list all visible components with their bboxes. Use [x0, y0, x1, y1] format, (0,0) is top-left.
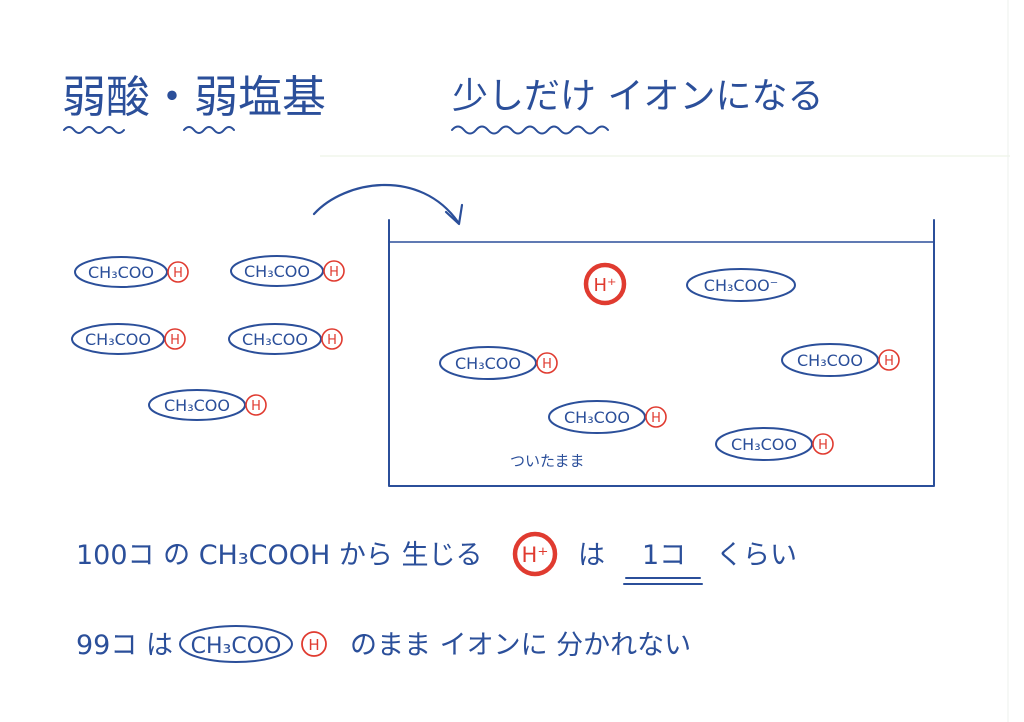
acetate-ion-label: CH₃COO⁻	[704, 276, 778, 295]
hydrogen-label: H	[884, 354, 894, 369]
hydrogen-circle	[323, 260, 345, 282]
molecule-label: CH₃COO	[731, 435, 797, 454]
molecule-outline	[230, 255, 324, 287]
free-proton-circle	[583, 262, 627, 306]
hydrogen-circle	[245, 394, 267, 416]
beaker-caption: ついたまま	[510, 452, 585, 470]
molecule-label: CH₃COO	[88, 263, 154, 282]
summary-proton-label: H⁺	[522, 543, 549, 567]
molecule-outline	[71, 323, 165, 355]
molecule-outline	[228, 323, 322, 355]
molecule-outline	[148, 389, 246, 421]
molecule-outline	[439, 346, 537, 380]
heading-left-underline-2	[183, 126, 235, 134]
heading-left-underline-1	[63, 126, 125, 134]
molecule-outline	[715, 427, 813, 461]
summary-amount: 1コ	[642, 540, 686, 571]
molecule-label: CH₃COO	[242, 330, 308, 349]
hydrogen-label: H	[173, 266, 183, 281]
molecule-label: CH₃COO	[797, 351, 863, 370]
arrow-head	[444, 203, 464, 226]
molecule-label: CH₃COO	[455, 354, 521, 373]
molecule-outline	[548, 400, 646, 434]
summary-line1-mid: は	[578, 540, 605, 571]
summary-molecule-label: CH₃COO	[191, 634, 282, 659]
heading-left: 弱酸・弱塩基	[62, 72, 326, 123]
hydrogen-label: H	[327, 333, 337, 348]
hydrogen-circle	[812, 433, 834, 455]
hydrogen-circle	[164, 328, 186, 350]
molecule-layer: CH₃COO H CH₃COO H CH₃COO H CH₃COO H CH₃COO H CH₃CO…	[71, 255, 900, 461]
arrow-curve	[312, 183, 460, 224]
hydrogen-label: H	[329, 265, 339, 280]
molecule-outline	[781, 343, 879, 377]
summary-molecule-outline	[179, 625, 293, 663]
summary-hydrogen-label: H	[308, 636, 319, 654]
summary-proton-circle	[512, 531, 558, 577]
hydrogen-label: H	[651, 411, 661, 426]
acetate-ion-outline	[686, 268, 796, 302]
hydrogen-label: H	[251, 399, 261, 414]
molecule-label: CH₃COO	[164, 396, 230, 415]
summary-line2-lead: 99コ は	[76, 630, 173, 661]
molecule-outline	[74, 256, 168, 288]
heading-right: 少しだけ イオンになる	[452, 76, 823, 117]
hydrogen-circle	[321, 328, 343, 350]
summary-line2-tail: のまま イオンに 分かれない	[350, 630, 691, 661]
summary-line1-lead: 100コ の CH₃COOH から 生じる	[76, 540, 483, 571]
hydrogen-label: H	[542, 357, 552, 372]
hydrogen-label: H	[818, 438, 828, 453]
molecule-label: CH₃COO	[244, 262, 310, 281]
hydrogen-circle	[167, 261, 189, 283]
molecule-label: CH₃COO	[85, 330, 151, 349]
hydrogen-label: H	[170, 333, 180, 348]
beaker-outline	[388, 219, 935, 487]
free-proton-label: H⁺	[593, 275, 616, 296]
summary-line1-tail: くらい	[716, 540, 797, 571]
molecule-label: CH₃COO	[564, 408, 630, 427]
hydrogen-circle	[536, 352, 558, 374]
heading-right-underline	[451, 125, 609, 135]
hydrogen-circle	[645, 406, 667, 428]
hydrogen-circle	[878, 349, 900, 371]
summary-hydrogen-circle	[301, 631, 327, 657]
